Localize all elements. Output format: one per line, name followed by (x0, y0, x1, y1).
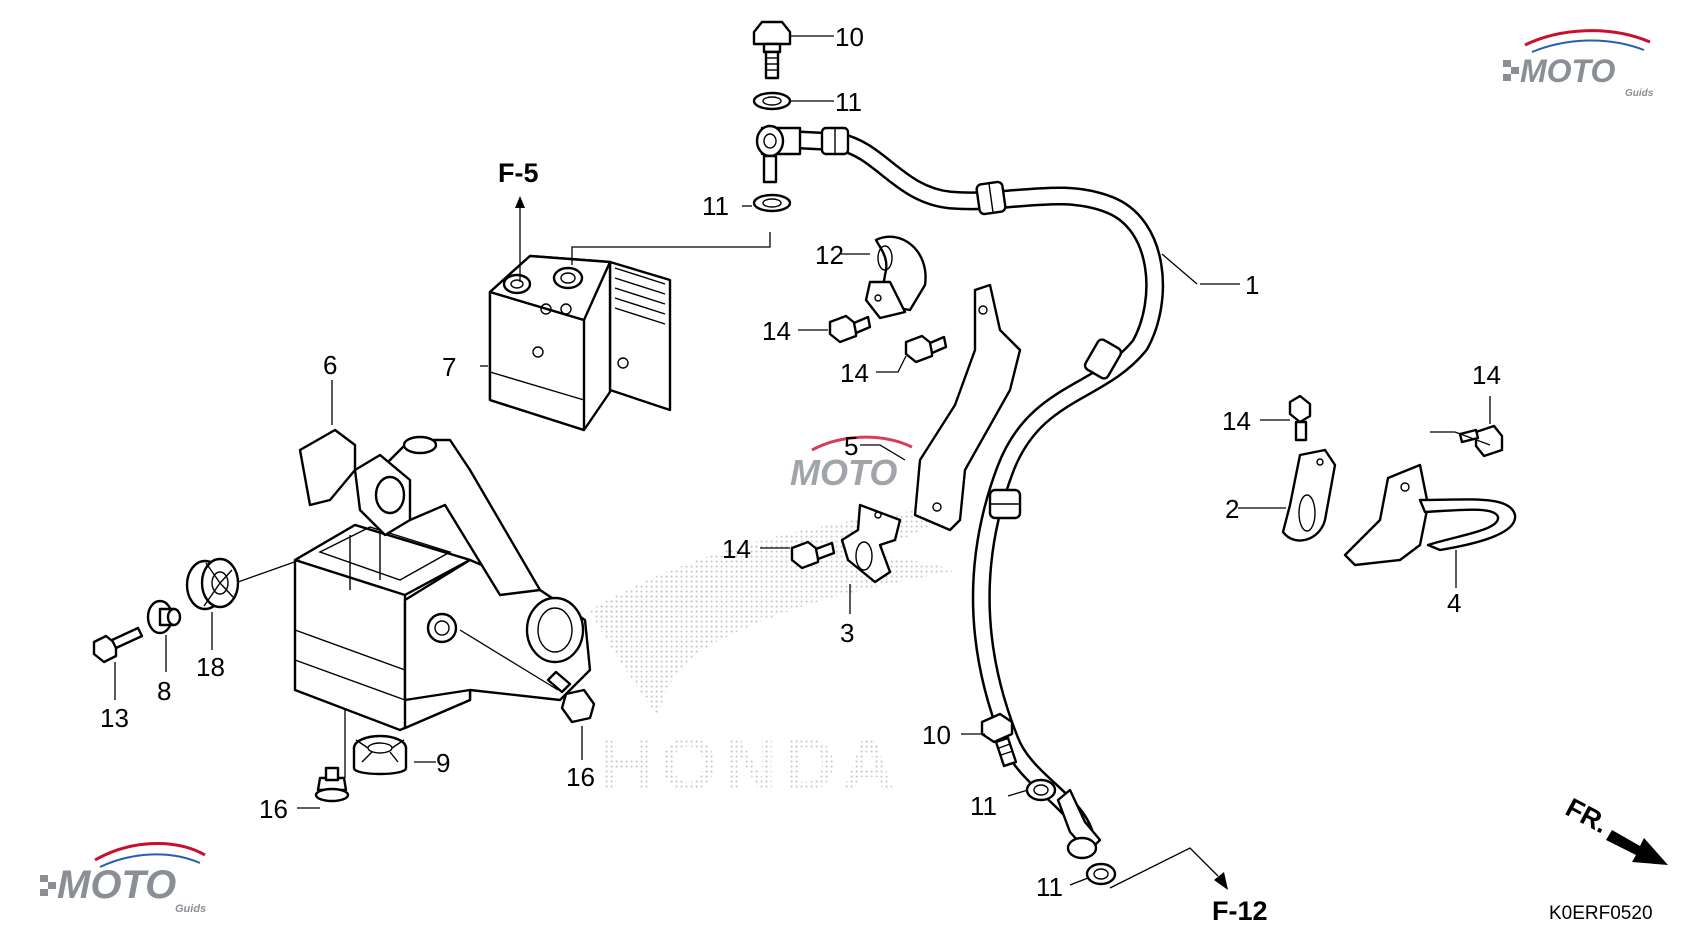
bolt-14-e (1458, 424, 1504, 458)
part-label-11-a: 11 (835, 87, 862, 117)
front-direction-label: FR. (1561, 792, 1613, 839)
part-label-10-lower: 10 (922, 720, 951, 750)
watermark-sub-text: Guids (175, 903, 206, 915)
part-label-2: 2 (1225, 494, 1239, 524)
part-label-4: 4 (1447, 588, 1461, 618)
abs-mounting-bracket (293, 428, 592, 732)
hose-clamp-3 (840, 503, 902, 584)
part-label-14-e: 14 (1472, 360, 1501, 390)
watermark-center: MOTO (790, 435, 913, 493)
sealing-washer-lower-1 (1025, 778, 1057, 802)
watermark-top-right: MOTO Guids (1503, 29, 1654, 99)
reference-f12-label: F-12 (1212, 896, 1268, 926)
sealing-washer-lower-2 (1085, 862, 1117, 886)
bolt-16-right (546, 670, 596, 724)
diagram-code-label: K0ERF0520 (1549, 903, 1653, 924)
banjo-bolt-upper (752, 20, 792, 80)
part-number-labels: 1 2 3 4 5 6 7 8 9 10 10 11 11 11 11 12 1… (100, 22, 1501, 902)
bolt-14-d (1288, 394, 1312, 442)
front-direction-arrow-icon: FR. (1561, 792, 1668, 865)
part-label-16-lower: 16 (259, 794, 288, 824)
hose-clamp-2 (1281, 448, 1337, 542)
leader-lines (114, 35, 1491, 890)
watermark-sub-text: Guids (1625, 88, 1654, 99)
abs-modulator (488, 254, 672, 432)
part-label-1: 1 (1245, 270, 1259, 300)
bolt-14-b (904, 334, 948, 364)
part-label-12: 12 (815, 240, 844, 270)
watermark-bottom-left: MOTO Guids (40, 842, 206, 915)
collar-8 (146, 599, 182, 635)
part-label-14-b: 14 (840, 358, 869, 388)
part-label-5: 5 (844, 431, 858, 461)
bolt-14-c (790, 540, 836, 570)
sealing-washer-upper-2 (752, 193, 792, 213)
bolt-14-a (828, 314, 872, 344)
bolt-16-lower (314, 766, 350, 803)
bracket-4 (1343, 463, 1517, 567)
bolt-13 (92, 626, 144, 664)
part-label-7: 7 (442, 352, 456, 382)
watermark-brand-text: MOTO (1520, 53, 1616, 89)
part-label-8: 8 (157, 676, 171, 706)
watermark-brand-text: MOTO (790, 452, 897, 493)
watermark-brand-text: MOTO (57, 863, 176, 907)
part-label-14-d: 14 (1222, 406, 1251, 436)
part-label-14-c: 14 (722, 534, 751, 564)
honda-wing-background-logo: HONDA (590, 505, 960, 806)
part-label-11-c: 11 (970, 791, 997, 821)
part-label-10-upper: 10 (835, 22, 864, 52)
part-label-13: 13 (100, 703, 129, 733)
grommet-18 (185, 557, 240, 611)
reference-f5-label: F-5 (498, 158, 539, 188)
part-label-14-a: 14 (762, 316, 791, 346)
part-label-6: 6 (323, 350, 337, 380)
hose-clamp-12 (864, 235, 927, 320)
part-label-16-right: 16 (566, 762, 595, 792)
part-label-11-d: 11 (1036, 872, 1063, 902)
part-label-11-b: 11 (702, 191, 729, 221)
part-label-3: 3 (840, 618, 854, 648)
grommet-9 (352, 734, 408, 776)
honda-logo-text: HONDA (600, 723, 901, 806)
sealing-washer-upper-1 (752, 91, 792, 111)
part-label-9: 9 (436, 748, 450, 778)
part-label-18: 18 (196, 652, 225, 682)
hose-bracket-5 (913, 283, 1022, 532)
